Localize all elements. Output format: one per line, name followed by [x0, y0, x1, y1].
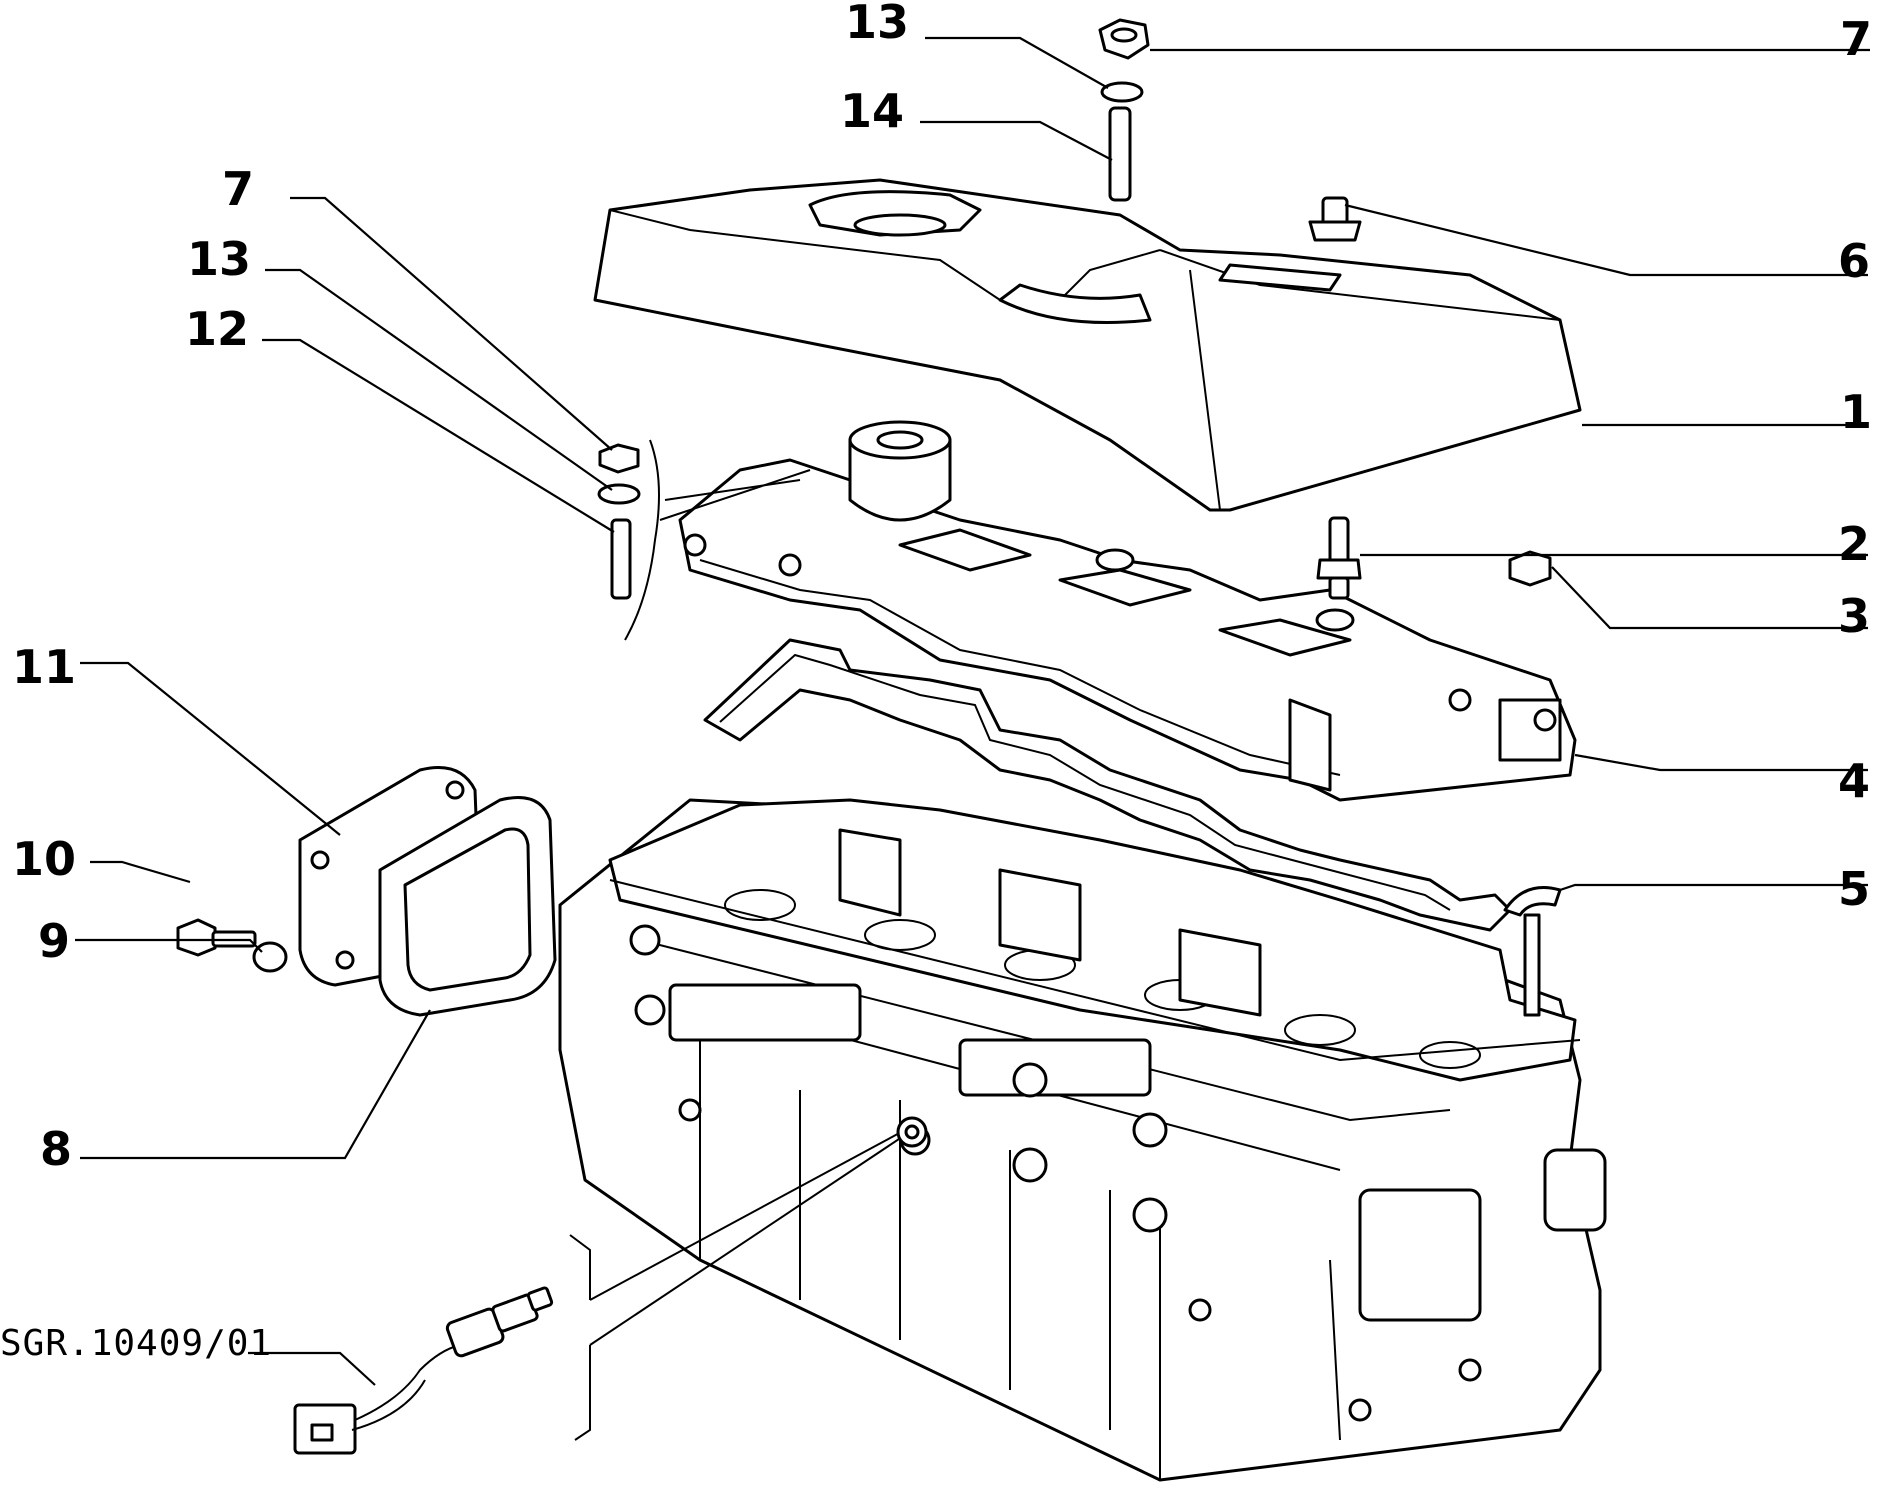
- temperature-sensor: [293, 1286, 554, 1455]
- callout-8: 8: [40, 1122, 72, 1176]
- gasket-8: [378, 796, 557, 1017]
- callout-11: 11: [12, 640, 76, 694]
- nut-3: [1508, 550, 1552, 587]
- reference-code: SGR.10409/01: [0, 1323, 272, 1364]
- callout-12: 12: [185, 302, 249, 356]
- nut-top: [1098, 18, 1150, 60]
- cam-housing: [678, 420, 1577, 802]
- callout-labels: 13 14 7 6 1 7 13 12 2 3 11 4 10 5 9 8 SG…: [0, 0, 1872, 1364]
- left-fastener-stack: [597, 439, 811, 641]
- stud-2: [1316, 516, 1362, 600]
- callout-5: 5: [1838, 862, 1870, 916]
- washer-9: [252, 941, 288, 973]
- cylinder-head: [558, 798, 1607, 1482]
- callout-14: 14: [840, 84, 904, 138]
- stud-top: [1108, 106, 1132, 202]
- callout-4: 4: [1838, 754, 1870, 808]
- bolt-10: [176, 918, 257, 957]
- clip-5: [1503, 886, 1562, 917]
- callout-2: 2: [1838, 517, 1870, 571]
- callout-6: 6: [1838, 234, 1870, 288]
- callout-1: 1: [1840, 385, 1872, 439]
- callout-13-top: 13: [845, 0, 909, 49]
- callout-13-left: 13: [187, 232, 251, 286]
- engine-cover: [593, 178, 1582, 512]
- gasket: [703, 638, 1512, 932]
- sensor-pointer: [569, 1116, 928, 1441]
- washer-top: [1100, 81, 1144, 103]
- callout-3: 3: [1838, 589, 1870, 643]
- leader-lines: [75, 36, 1870, 1386]
- callout-7-top: 7: [1840, 12, 1872, 66]
- callout-10: 10: [12, 832, 76, 886]
- gasket-inner: [719, 653, 1451, 911]
- callout-7-left: 7: [222, 162, 254, 216]
- bolt-6: [1308, 196, 1362, 242]
- callout-9: 9: [38, 914, 70, 968]
